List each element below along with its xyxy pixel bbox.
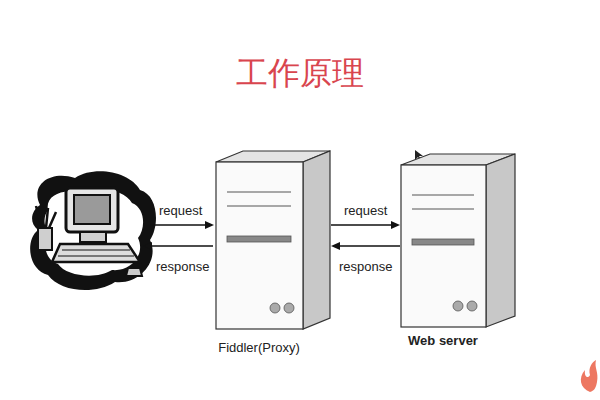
client-arrows: [143, 221, 214, 250]
connector: [331, 221, 400, 229]
arrowhead: [391, 221, 400, 229]
computer-clipart: [30, 171, 156, 290]
connector-line: [340, 245, 400, 246]
server-slot: [227, 192, 291, 193]
connector-line: [331, 224, 391, 225]
server-drive: [227, 236, 291, 242]
server-button: [284, 303, 294, 313]
edge-label: response: [337, 259, 394, 274]
server-box: Fiddler(Proxy): [215, 150, 331, 330]
server-front: [401, 165, 486, 327]
server-shape: [215, 150, 333, 332]
server-label: Web server: [325, 333, 561, 348]
server-front: [216, 162, 303, 329]
server-side: [486, 154, 515, 327]
connector: [331, 242, 400, 250]
arrowhead: [331, 242, 340, 250]
arrow-label: response: [154, 259, 211, 274]
arrow-label: request: [157, 203, 204, 218]
server-shape: [400, 153, 518, 330]
server-button: [270, 303, 280, 313]
server-slot: [412, 209, 474, 210]
server-label: Fiddler(Proxy): [141, 340, 377, 355]
server-slot: [227, 206, 291, 207]
server-box: Web server: [400, 153, 516, 328]
server-button: [453, 301, 463, 311]
server-button: [467, 301, 477, 311]
edge-label: request: [342, 203, 389, 218]
diagram-title: 工作原理: [0, 52, 600, 96]
watermark-flame: [581, 360, 598, 392]
server-drive: [412, 239, 474, 245]
server-slot: [412, 195, 474, 196]
server-side: [303, 151, 330, 329]
